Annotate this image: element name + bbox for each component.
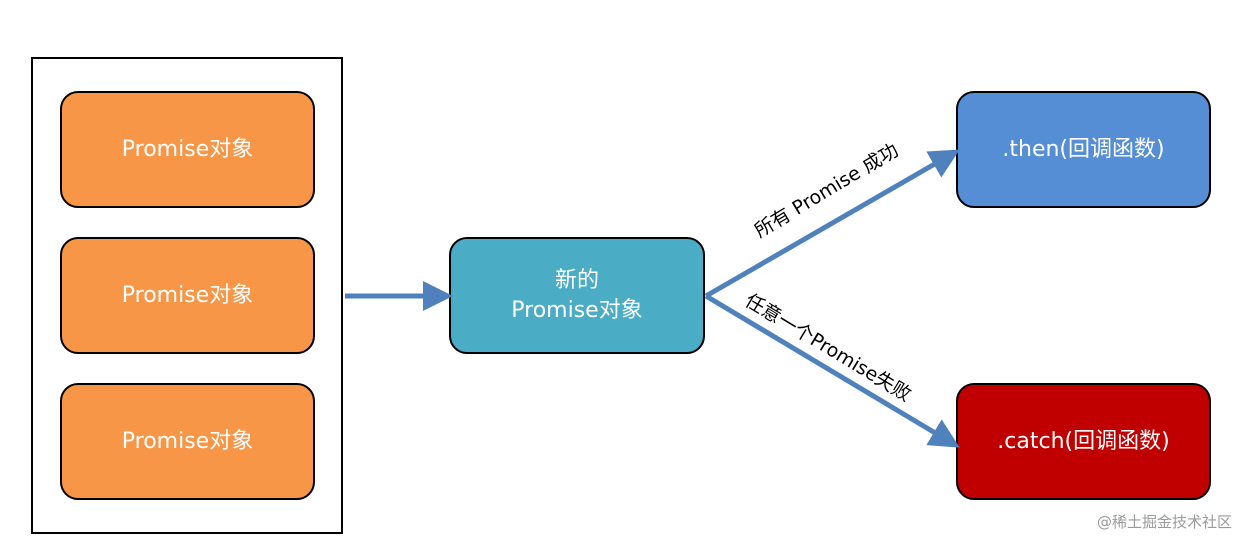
then-callback-label: .then(回调函数) (1002, 136, 1165, 162)
promise-node-1-label: Promise对象 (121, 136, 254, 162)
success-edge-label: 所有 Promise 成功 (750, 139, 903, 243)
promise-node-1: Promise对象 (60, 91, 315, 208)
promise-node-3: Promise对象 (60, 383, 315, 500)
then-callback-node: .then(回调函数) (956, 91, 1211, 208)
promise-node-3-label: Promise对象 (121, 428, 254, 454)
promise-node-2: Promise对象 (60, 237, 315, 354)
watermark: @稀土掘金技术社区 (1096, 513, 1232, 531)
failure-arrow (704, 293, 960, 448)
failure-edge-label: 任意一个Promise失败 (741, 289, 915, 407)
catch-callback-label: .catch(回调函数) (997, 428, 1170, 454)
combined-promise-line2: Promise对象 (511, 297, 643, 323)
combined-promise-line1: 新的 (554, 267, 599, 293)
combined-promise-node: 新的 Promise对象 (449, 237, 705, 354)
catch-callback-node: .catch(回调函数) (956, 383, 1211, 500)
promise-node-2-label: Promise对象 (121, 282, 254, 308)
